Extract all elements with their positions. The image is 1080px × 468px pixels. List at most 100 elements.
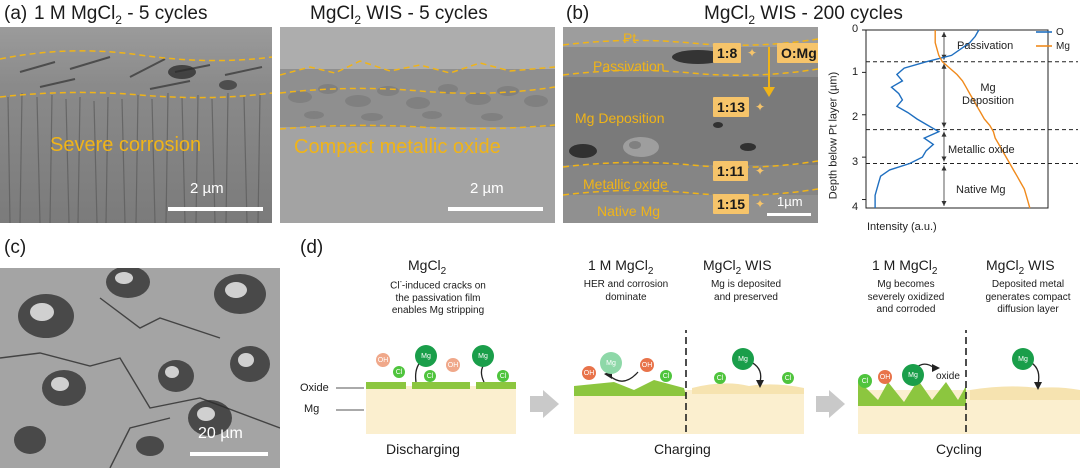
ion-mg: Mg	[600, 352, 622, 374]
stage1-desc: Cl--induced cracks on the passivation fi…	[390, 279, 486, 317]
panel-a-left-title: 1 M MgCl2 - 5 cycles	[34, 3, 208, 27]
series-line-mg	[934, 30, 1031, 209]
stage1-title: MgCl2	[408, 257, 447, 277]
sparkle-icon: ✦	[755, 197, 766, 211]
region-oxide: Metallic oxide	[948, 144, 1015, 156]
ion-cl: Cl	[424, 370, 436, 382]
region-span-arrow-down	[941, 201, 947, 206]
ratio-native: 1:15	[713, 194, 750, 214]
region-span-arrow-down	[941, 156, 947, 162]
ion-cl: Cl	[393, 366, 405, 378]
ratio-header: O:Mg	[777, 43, 818, 63]
ion-mg: Mg	[902, 364, 924, 386]
stage1-schematic	[366, 356, 516, 434]
stage-label-charging: Charging	[654, 441, 711, 457]
scale-bar-a-right	[448, 207, 543, 211]
sem-texture-layers	[563, 27, 818, 223]
stage2-left-title: 1 M MgCl2	[588, 257, 654, 277]
ion-mg: Mg	[415, 345, 437, 367]
panel-d-label: (d)	[300, 237, 324, 258]
y-tick-4: 4	[852, 201, 859, 213]
ion-oh: OH	[640, 358, 654, 372]
arrow-right-icon	[543, 390, 559, 418]
panel-a-right-title: MgCl2 WIS - 5 cycles	[310, 3, 488, 27]
stage2-left-desc: HER and corrosion dominate	[583, 279, 669, 303]
scale-label-c: 20 µm	[198, 425, 243, 442]
stage3-right-desc: Deposited metal generates compact diffus…	[985, 279, 1071, 315]
y-tick-0: 0	[852, 23, 859, 35]
progress-arrow-stem	[530, 396, 544, 412]
sem-image-compact-oxide: Compact metallic oxide 2 µm	[280, 27, 555, 223]
ion-cl: Cl	[858, 374, 872, 388]
sparkle-icon: ✦	[755, 164, 766, 178]
region-deposition: Mg Deposition	[962, 82, 1014, 107]
ion-mg: Mg	[472, 345, 494, 367]
sem-image-200-cycles: Pt Passivation Mg Deposition Metallic ox…	[563, 27, 818, 223]
sparkle-icon: ✦	[747, 46, 758, 60]
legend-mg: Mg	[1056, 41, 1070, 52]
ratio-deposition: 1:13	[713, 97, 750, 117]
ion-oh: OH	[376, 353, 390, 367]
depth-profile-svg	[862, 29, 1078, 209]
y-tick-3: 3	[852, 156, 859, 168]
scale-bar-b	[767, 213, 811, 216]
stage3-schematic	[858, 330, 1080, 434]
region-span-arrow-down	[941, 122, 947, 128]
side-label-leaders	[336, 387, 364, 411]
ratio-passivation: 1:8	[713, 43, 742, 63]
ion-cl: Cl	[714, 372, 726, 384]
series-line-o	[874, 29, 980, 208]
region-span-arrow-up	[941, 32, 947, 37]
stage3-left-desc: Mg becomes severely oxidized and corrode…	[867, 279, 945, 315]
scale-bar-c	[190, 452, 268, 456]
legend-o: O	[1056, 27, 1064, 38]
scale-label-a-right: 2 µm	[470, 180, 504, 197]
oxide-label: oxide	[936, 371, 960, 382]
stage-label-cycling: Cycling	[936, 441, 982, 457]
ion-mg: Mg	[1012, 348, 1034, 370]
region-span-arrow-up	[941, 131, 947, 137]
arrow-right-icon	[829, 390, 845, 418]
y-tick-2: 2	[852, 111, 859, 123]
caption-severe-corrosion: Severe corrosion	[50, 134, 202, 156]
region-span-arrow-up	[941, 165, 947, 171]
ion-mg: Mg	[732, 348, 754, 370]
stage3-left-title: 1 M MgCl2	[872, 257, 938, 277]
region-span-arrow-up	[941, 63, 947, 69]
panel-a-label: (a)	[4, 3, 28, 24]
sem-texture-oxide	[280, 27, 555, 223]
stage3-right-title: MgCl2 WIS	[986, 257, 1055, 277]
y-axis-label: Depth below Pt layer (µm)	[827, 71, 840, 200]
progress-arrow-stem	[816, 396, 830, 412]
layer-label-pt: Pt	[623, 30, 637, 46]
ratio-oxide: 1:11	[713, 161, 749, 181]
ion-cl: Cl	[497, 370, 509, 382]
scale-label-b: 1µm	[777, 194, 803, 209]
panel-c-label: (c)	[4, 237, 27, 258]
scale-label-a-left: 2 µm	[190, 180, 224, 197]
layer-label-oxide: Metallic oxide	[583, 176, 668, 192]
stage2-schematic	[574, 330, 804, 434]
ion-cl: Cl	[782, 372, 794, 384]
layer-label-deposition: Mg Deposition	[575, 110, 665, 126]
sem-texture-corrosion	[0, 27, 272, 223]
ion-cl: Cl	[660, 370, 672, 382]
scale-bar-a-left	[168, 207, 263, 211]
ion-oh: OH	[582, 366, 596, 380]
ion-oh: OH	[446, 358, 460, 372]
layer-label-passivation: Passivation	[593, 58, 665, 74]
panel-b-label: (b)	[566, 3, 590, 24]
sem-image-surface: 20 µm	[0, 268, 280, 468]
stage2-right-title: MgCl2 WIS	[703, 257, 772, 277]
x-axis-label: Intensity (a.u.)	[867, 221, 937, 233]
sem-image-severe-corrosion: Severe corrosion 2 µm	[0, 27, 272, 223]
stage-label-discharging: Discharging	[386, 441, 460, 457]
caption-compact-oxide: Compact metallic oxide	[294, 136, 501, 158]
side-label-oxide: Oxide	[300, 382, 329, 394]
depth-profile-chart: Depth below Pt layer (µm) Intensity (a.u…	[822, 22, 1080, 242]
stage2-right-desc: Mg is deposited and preserved	[710, 279, 782, 303]
y-tick-1: 1	[852, 66, 859, 78]
sparkle-icon: ✦	[755, 100, 766, 114]
ion-oh: OH	[878, 370, 892, 384]
sem-texture-surface	[0, 268, 280, 468]
